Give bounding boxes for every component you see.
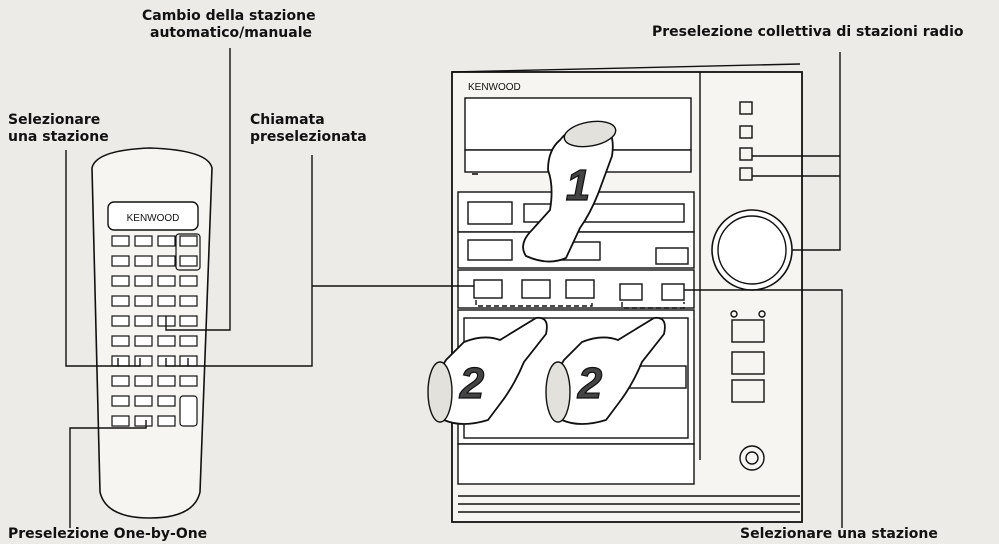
leader-lines: [65, 48, 843, 528]
headphone-jack: [739, 445, 765, 471]
preset-button[interactable]: [739, 147, 753, 161]
function-button[interactable]: [731, 319, 765, 343]
label-select-station-left: Selezionare una stazione: [8, 112, 109, 146]
function-button[interactable]: [731, 351, 765, 375]
preset-button[interactable]: [739, 125, 753, 139]
step-2a-number: 2: [459, 359, 485, 408]
unit-brand-logo: KENWOOD: [468, 82, 521, 93]
preset-button[interactable]: [739, 101, 753, 115]
label-auto-manual-change: Cambio della stazione automatico/manuale: [142, 8, 316, 42]
pointing-hand-step-1: 1: [522, 120, 617, 263]
pointing-hand-step-2b: 2: [545, 316, 666, 425]
remote-control: KENWOOD: [91, 147, 213, 519]
label-auto-manual-line2: automatico/manuale: [150, 25, 312, 41]
step-1-number: 1: [566, 161, 590, 210]
remote-button-grid: [111, 233, 201, 427]
preset-button[interactable]: [739, 167, 753, 181]
tuning-button[interactable]: [661, 283, 685, 301]
preset-button[interactable]: [521, 279, 551, 299]
preset-button[interactable]: [565, 279, 595, 299]
label-one-by-one-preset: Preselezione One-by-One: [8, 526, 208, 542]
main-unit: KENWOOD: [451, 63, 803, 523]
label-select-station-left-line1: Selezionare: [8, 112, 101, 128]
label-preset-call-line2: preselezionata: [250, 129, 367, 145]
label-auto-manual-line1: Cambio della stazione: [142, 8, 316, 24]
pointing-hand-step-2a: 2: [427, 316, 548, 425]
label-select-station-left-line2: una stazione: [8, 129, 109, 145]
tuning-button[interactable]: [619, 283, 643, 301]
label-preset-call: Chiamata preselezionata: [250, 112, 367, 146]
preset-button[interactable]: [473, 279, 503, 299]
volume-knob[interactable]: [711, 209, 793, 291]
function-button[interactable]: [731, 379, 765, 403]
remote-brand-logo: KENWOOD: [127, 213, 180, 224]
label-preset-call-line1: Chiamata: [250, 112, 325, 128]
step-2b-number: 2: [577, 359, 603, 408]
label-collective-preset: Preselezione collettiva di stazioni radi…: [652, 24, 964, 40]
label-select-station-right: Selezionare una stazione: [740, 526, 938, 542]
